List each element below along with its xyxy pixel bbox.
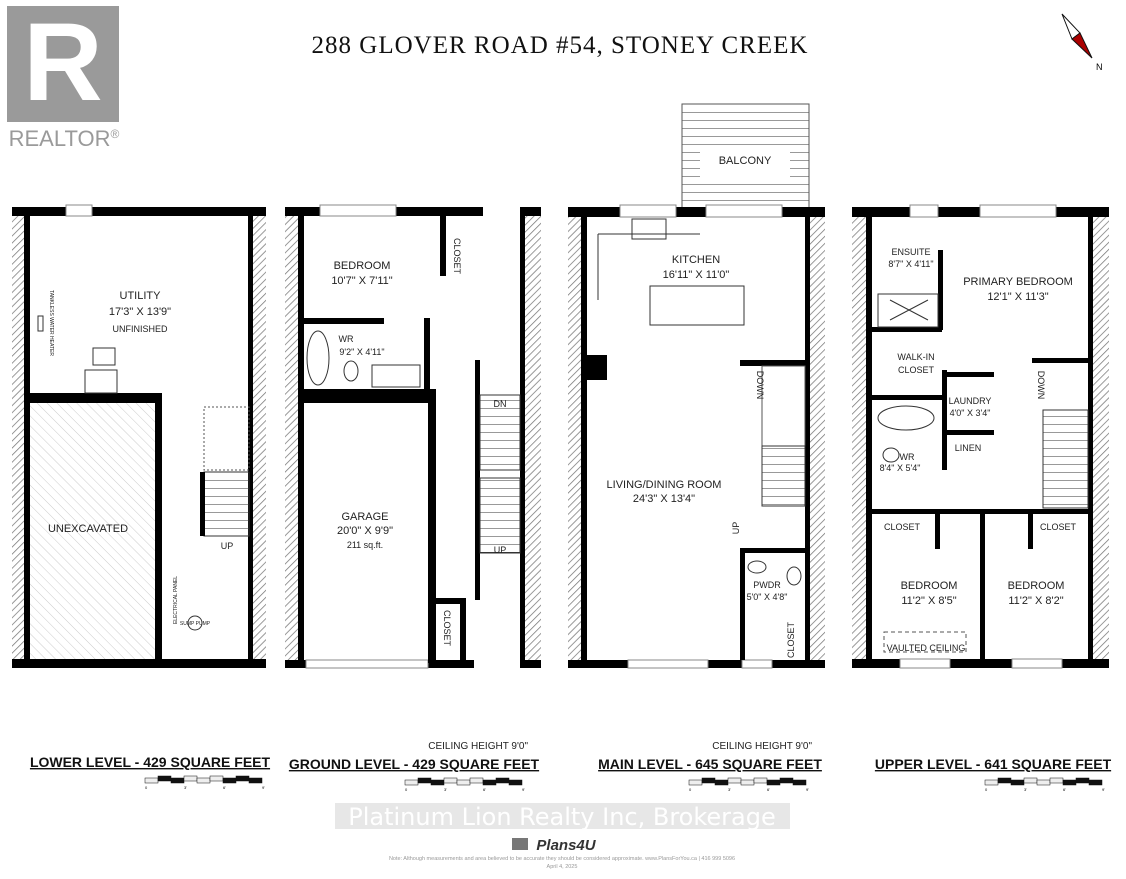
- level-captions: CEILING HEIGHT 9'0" CEILING HEIGHT 9'0" …: [30, 741, 1112, 772]
- svg-text:VAULTED CEILING: VAULTED CEILING: [887, 643, 966, 653]
- realtor-logo: R REALTOR®: [7, 1, 120, 151]
- svg-text:CEILING HEIGHT 9'0": CEILING HEIGHT 9'0": [428, 741, 528, 752]
- scale-tick: 9': [522, 787, 525, 792]
- svg-text:WR: WR: [900, 452, 915, 462]
- svg-text:BEDROOM: BEDROOM: [1008, 580, 1065, 592]
- svg-text:N: N: [1096, 62, 1103, 72]
- svg-text:PWDR: PWDR: [753, 580, 781, 590]
- scale-tick: 6': [223, 785, 226, 790]
- page-title: 288 GLOVER ROAD #54, STONEY CREEK: [312, 32, 809, 59]
- svg-text:11'2" X 8'2": 11'2" X 8'2": [1008, 595, 1063, 607]
- svg-text:KITCHEN: KITCHEN: [672, 254, 720, 266]
- svg-text:24'3" X 13'4": 24'3" X 13'4": [633, 493, 695, 505]
- scale-bars: 0 3' 6' 9' 0 3' 6' 9' 0 3' 6' 9' 0 3' 6' 9': [144, 775, 1105, 792]
- svg-text:REALTOR®: REALTOR®: [9, 126, 120, 151]
- ground-level-plan: BEDROOM 10'7" X 7'11" WR 9'2" X 4'11" GA…: [285, 204, 541, 669]
- svg-text:GARAGE: GARAGE: [341, 511, 388, 523]
- scale-tick: 6': [483, 787, 486, 792]
- svg-text:CLOSET: CLOSET: [452, 238, 462, 275]
- svg-text:Plans4U: Plans4U: [536, 837, 596, 854]
- svg-text:LIVING/DINING ROOM: LIVING/DINING ROOM: [607, 479, 722, 491]
- scale-tick: 0: [405, 787, 408, 792]
- svg-text:UNFINISHED: UNFINISHED: [112, 324, 168, 334]
- svg-text:CEILING HEIGHT 9'0": CEILING HEIGHT 9'0": [712, 741, 812, 752]
- svg-text:TANKLESS WATER HEATER: TANKLESS WATER HEATER: [48, 290, 54, 356]
- svg-text:WALK-IN: WALK-IN: [897, 352, 934, 362]
- svg-text:CLOSET: CLOSET: [1040, 522, 1077, 532]
- svg-text:BALCONY: BALCONY: [719, 155, 772, 167]
- scale-bar: 0 3' 6' 9': [144, 775, 265, 790]
- svg-text:CLOSET: CLOSET: [884, 522, 921, 532]
- svg-text:CLOSET: CLOSET: [442, 610, 452, 647]
- svg-text:12'1" X 11'3": 12'1" X 11'3": [987, 291, 1048, 303]
- svg-text:LINEN: LINEN: [955, 443, 982, 453]
- lower-level-caption: LOWER LEVEL - 429 SQUARE FEET: [30, 754, 271, 770]
- scale-tick: 3': [728, 787, 731, 792]
- svg-text:SUMP PUMP: SUMP PUMP: [180, 621, 211, 627]
- upper-level-plan: ENSUITE 8'7" X 4'11" PRIMARY BEDROOM 12'…: [852, 204, 1109, 669]
- svg-text:UNEXCAVATED: UNEXCAVATED: [48, 523, 128, 535]
- svg-text:16'11" X 11'0": 16'11" X 11'0": [663, 269, 730, 281]
- scale-bar: 0 3' 6' 9': [688, 777, 809, 792]
- svg-text:DN: DN: [494, 399, 507, 409]
- scale-bar: 0 3' 6' 9': [404, 777, 525, 792]
- svg-text:5'0" X 4'8": 5'0" X 4'8": [747, 592, 788, 602]
- svg-text:DOWN: DOWN: [755, 371, 765, 400]
- svg-text:9'2" X 4'11": 9'2" X 4'11": [339, 347, 384, 357]
- svg-text:WR: WR: [339, 334, 354, 344]
- svg-text:PRIMARY BEDROOM: PRIMARY BEDROOM: [963, 276, 1073, 288]
- svg-text:CLOSET: CLOSET: [898, 365, 935, 375]
- main-level-caption: MAIN LEVEL - 645 SQUARE FEET: [598, 756, 822, 772]
- svg-text:11'2" X 8'5": 11'2" X 8'5": [901, 595, 956, 607]
- svg-text:BEDROOM: BEDROOM: [901, 580, 958, 592]
- svg-text:UP: UP: [731, 522, 741, 535]
- scale-tick: 6': [1063, 787, 1066, 792]
- scale-tick: 9': [1102, 787, 1105, 792]
- scale-tick: 6': [767, 787, 770, 792]
- svg-text:ELECTRICAL PANEL: ELECTRICAL PANEL: [173, 576, 179, 624]
- svg-text:LAUNDRY: LAUNDRY: [949, 396, 992, 406]
- plan-date: April 4, 2025: [547, 864, 578, 870]
- scale-bar: 0 3' 6' 9': [984, 777, 1105, 792]
- upper-level-caption: UPPER LEVEL - 641 SQUARE FEET: [875, 756, 1112, 772]
- main-level-plan: BALCONY KITCHEN 16'11" X 11'0" LIVING/DI…: [568, 103, 825, 669]
- svg-text:20'0" X 9'9": 20'0" X 9'9": [337, 525, 393, 537]
- svg-text:UP: UP: [494, 545, 507, 555]
- lower-level-plan: UTILITY 17'3" X 13'9" UNFINISHED UNEXCAV…: [12, 204, 266, 668]
- scale-tick: 0: [145, 785, 148, 790]
- svg-text:10'7" X 7'11": 10'7" X 7'11": [331, 275, 392, 287]
- plans4u-logo: Plans4U: [512, 837, 597, 854]
- scale-tick: 0: [689, 787, 692, 792]
- svg-text:ENSUITE: ENSUITE: [891, 247, 930, 257]
- watermark: Platinum Lion Realty Inc, Brokerage: [348, 803, 776, 831]
- svg-text:17'3" X 13'9": 17'3" X 13'9": [109, 306, 171, 318]
- svg-text:4'0" X 3'4": 4'0" X 3'4": [950, 408, 991, 418]
- scale-tick: 9': [806, 787, 809, 792]
- disclaimer: Note: Although measurements and area bel…: [389, 856, 735, 862]
- compass-icon: N: [1061, 13, 1103, 72]
- scale-tick: 9': [262, 785, 265, 790]
- scale-tick: 3': [184, 785, 187, 790]
- ground-level-caption: GROUND LEVEL - 429 SQUARE FEET: [289, 756, 540, 772]
- scale-tick: 3': [1024, 787, 1027, 792]
- scale-tick: 0: [985, 787, 988, 792]
- scale-tick: 3': [444, 787, 447, 792]
- svg-text:BEDROOM: BEDROOM: [334, 260, 391, 272]
- watermark-bg: [335, 803, 790, 829]
- svg-text:UP: UP: [221, 541, 234, 551]
- svg-text:CLOSET: CLOSET: [786, 621, 796, 658]
- svg-text:8'7" X 4'11": 8'7" X 4'11": [888, 259, 933, 269]
- svg-text:8'4" X 5'4": 8'4" X 5'4": [880, 463, 921, 473]
- svg-text:DOWN: DOWN: [1036, 371, 1046, 400]
- svg-text:211 sq.ft.: 211 sq.ft.: [347, 540, 383, 550]
- svg-text:R: R: [23, 1, 102, 124]
- svg-text:UTILITY: UTILITY: [120, 290, 162, 302]
